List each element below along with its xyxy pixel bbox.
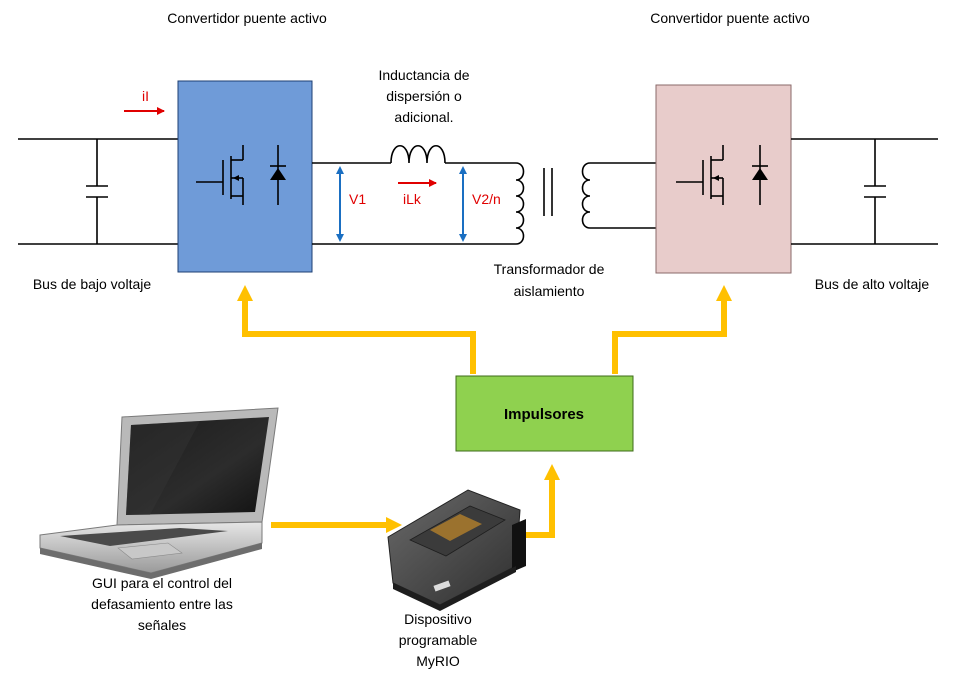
drivers-label: Impulsores <box>504 406 584 423</box>
signal-arrows <box>237 285 732 538</box>
voltage-v1-label: V1 <box>349 191 366 207</box>
transformer-label-line2: aislamiento <box>514 283 585 299</box>
mosfet-diode-left-icon <box>196 145 286 205</box>
mosfet-diode-right-icon <box>676 145 768 205</box>
laptop-icon <box>39 407 279 579</box>
signal-arrow-right-converter <box>612 285 732 374</box>
converter-right-title: Convertidor puente activo <box>650 10 810 26</box>
gui-label-line3: señales <box>138 617 186 633</box>
signal-arrow-device-to-drivers <box>524 464 560 538</box>
gui-label-line2: defasamiento entre las <box>91 596 233 612</box>
device-label-line3: MyRIO <box>416 653 460 669</box>
bus-high-label: Bus de alto voltaje <box>815 276 930 292</box>
converter-left-box <box>177 80 313 273</box>
current-il-label: iI <box>142 88 149 104</box>
high-voltage-bus <box>791 138 938 245</box>
converter-left-title: Convertidor puente activo <box>167 10 327 26</box>
inductance-label-line1: Inductancia de <box>378 67 469 83</box>
myrio-device-icon <box>387 489 526 611</box>
drivers-box <box>455 375 634 452</box>
transformer-label-line1: Transformador de <box>494 261 605 277</box>
inductance-label-line2: dispersión o <box>386 88 462 104</box>
inductance-label-line3: adicional. <box>394 109 453 125</box>
current-ilk-label: iLk <box>403 191 422 207</box>
gui-label-line1: GUI para el control del <box>92 575 232 591</box>
device-label-line1: Dispositivo <box>404 611 472 627</box>
device-label-line2: programable <box>399 632 478 648</box>
bus-low-label: Bus de bajo voltaje <box>33 276 152 292</box>
low-voltage-bus <box>18 138 178 245</box>
voltage-v2n-label: V2/n <box>472 191 501 207</box>
middle-circuit <box>312 144 656 245</box>
signal-arrow-left-converter <box>237 285 476 374</box>
